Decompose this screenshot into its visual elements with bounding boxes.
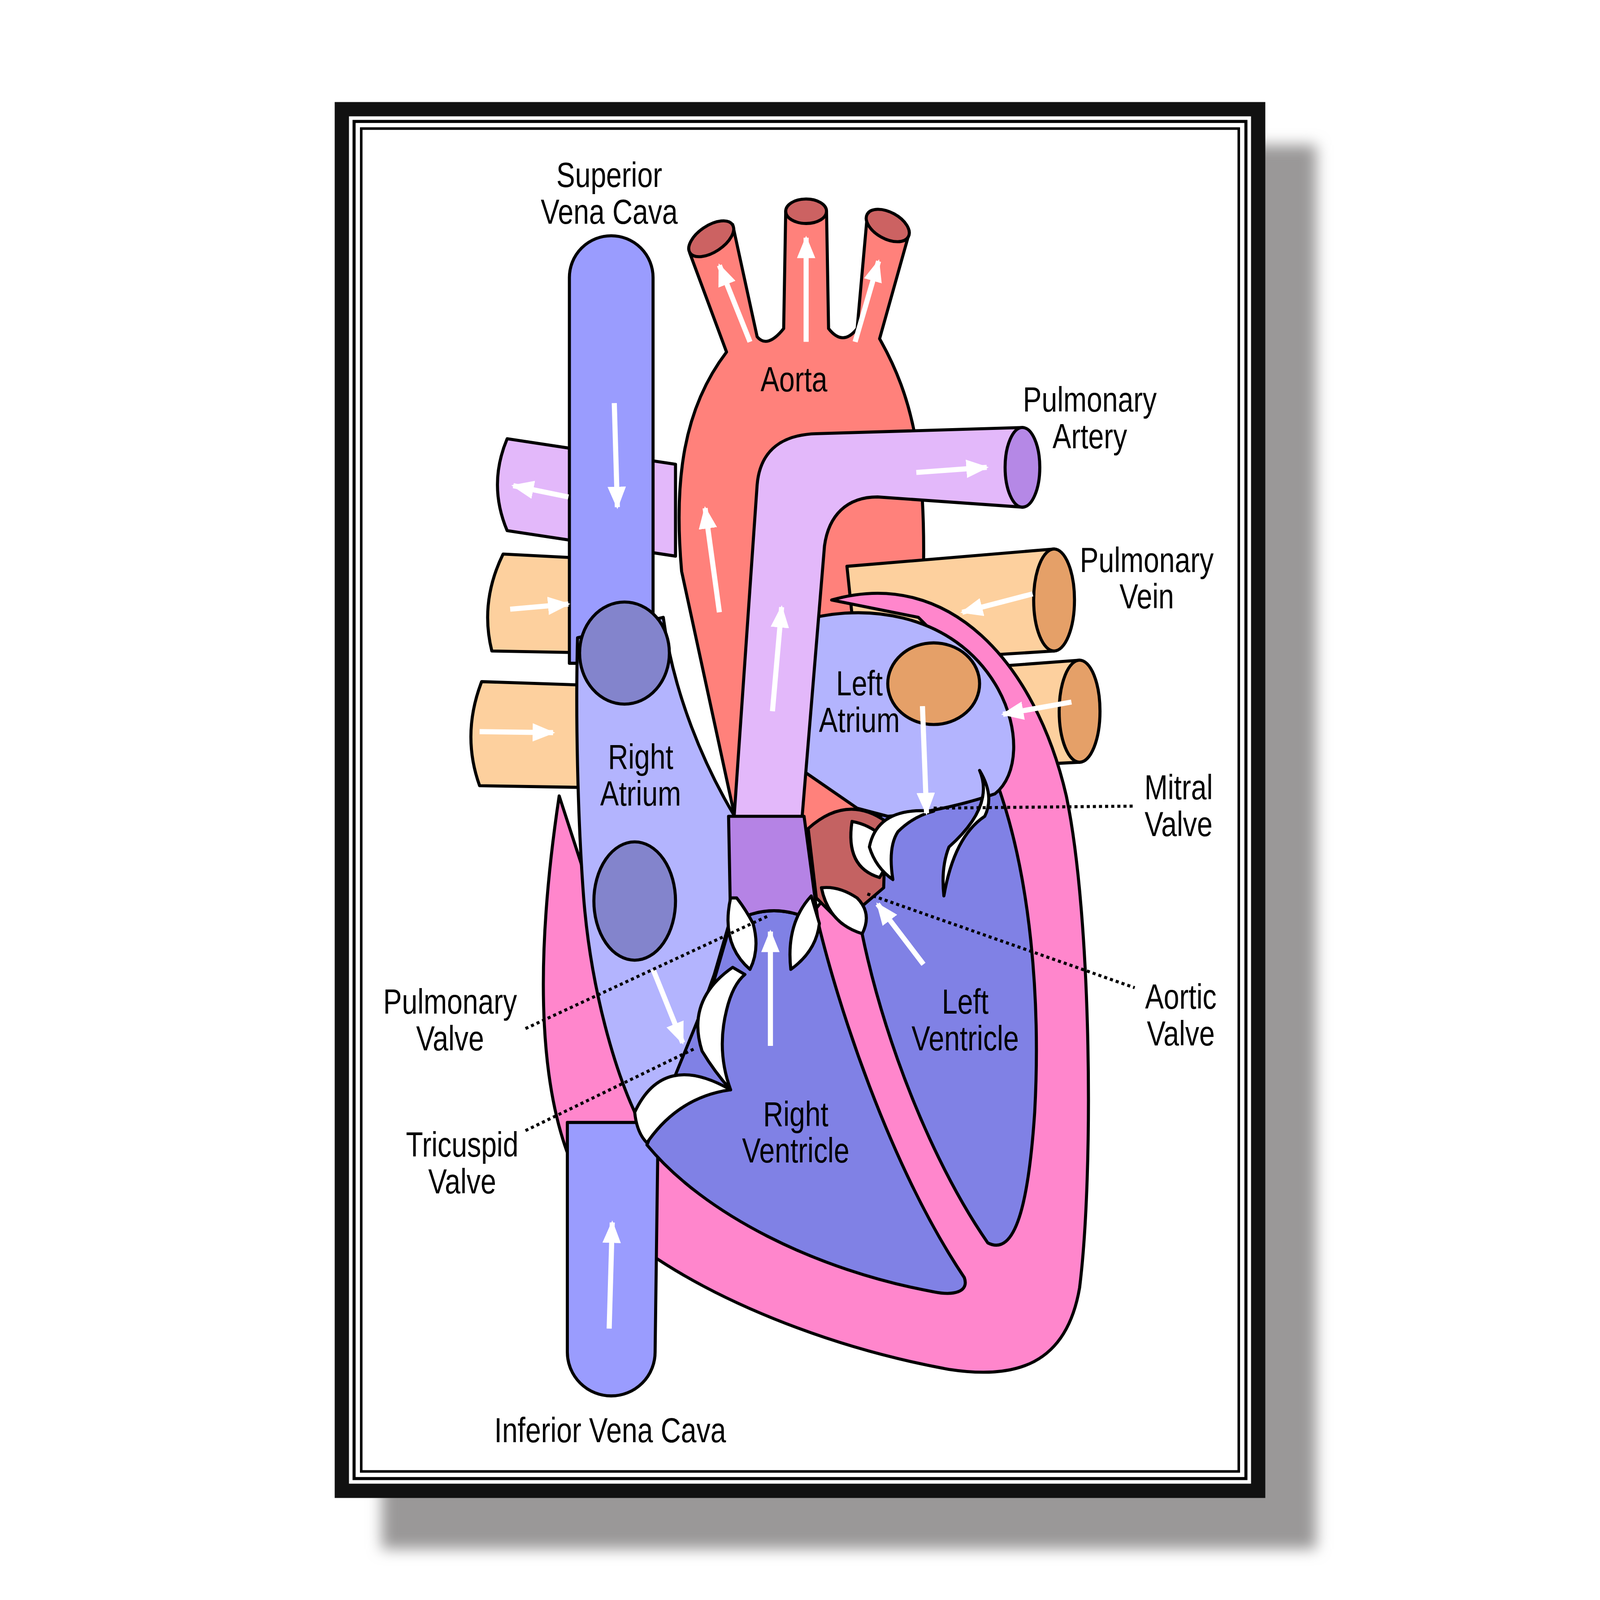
part-label: Tricuspid Valve	[398, 1126, 527, 1201]
flow-arrow	[513, 485, 569, 497]
part-label: Mitral Valve	[1131, 769, 1227, 843]
frame-outer	[334, 102, 1266, 1499]
flow-arrow	[803, 237, 809, 342]
part-label: Superior Vena Cava	[530, 157, 688, 231]
aorta-branch-end	[682, 213, 741, 264]
flow-arrow	[653, 969, 683, 1043]
frame-line	[354, 121, 1246, 1479]
flow-arrow	[962, 594, 1033, 613]
valve-leaflet	[869, 810, 934, 880]
part-label: Pulmonary Valve	[374, 983, 526, 1058]
flow-arrow	[719, 265, 751, 343]
flow-arrow	[922, 706, 927, 814]
part-label: Aorta	[760, 361, 828, 399]
aorta-branch-end	[785, 199, 827, 224]
valve-leaflet	[943, 770, 989, 896]
flow-arrow	[609, 1222, 613, 1329]
pulmonary-artery-end	[1005, 427, 1040, 508]
leader-line	[525, 1049, 694, 1131]
flow-arrow	[877, 904, 924, 965]
flow-arrow	[479, 731, 554, 733]
part-label: Right Ventricle	[734, 1096, 858, 1170]
leader-line	[525, 916, 768, 1029]
valve-leaflet	[634, 1074, 731, 1143]
flow-arrow	[614, 403, 618, 508]
part-label: Aortic Valve	[1132, 978, 1228, 1053]
vein-opening	[579, 602, 670, 705]
frame-inner	[348, 116, 1251, 1484]
leader-line	[933, 806, 1133, 809]
pulmonary-vein-end	[1059, 660, 1101, 763]
part-label: Left Ventricle	[903, 983, 1028, 1058]
part-label: Left Atrium	[810, 665, 908, 739]
left-atrium	[790, 612, 1014, 817]
aorta-branch-end	[860, 202, 915, 249]
valve-leaflet	[698, 967, 746, 1090]
superior-vena-cava	[569, 235, 654, 664]
leader-line	[867, 893, 1135, 988]
pulmonary-artery	[730, 427, 1023, 868]
flow-arrow	[916, 467, 987, 473]
flow-arrow	[772, 607, 782, 712]
vein-opening	[887, 642, 980, 725]
part-label: Pulmonary Artery	[1014, 381, 1166, 456]
flow-arrow	[854, 261, 879, 343]
valve-leaflet	[821, 887, 867, 934]
frame-line	[361, 128, 1239, 1472]
part-label: Pulmonary Vein	[1071, 542, 1223, 616]
flow-arrow	[510, 603, 569, 609]
flow-arrow	[767, 931, 773, 1046]
pulmonary-vein-end	[1033, 549, 1075, 652]
part-label: Inferior Vena Cava	[494, 1412, 727, 1449]
inferior-vena-cava	[567, 1122, 659, 1397]
flow-arrow	[1002, 702, 1072, 715]
vein-opening	[594, 841, 676, 961]
valve-leaflet	[789, 895, 820, 970]
part-label: Right Atrium	[591, 738, 690, 813]
flow-arrow	[705, 508, 720, 613]
